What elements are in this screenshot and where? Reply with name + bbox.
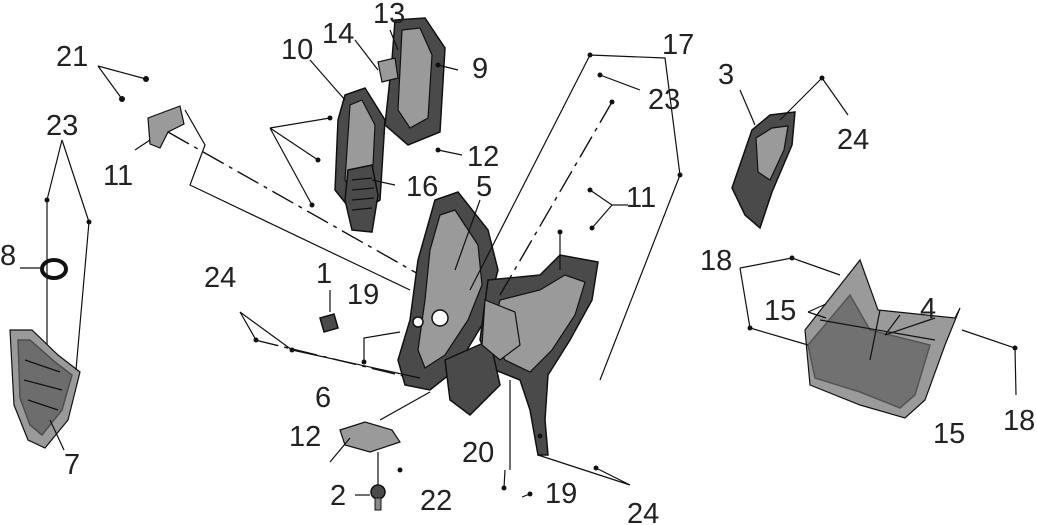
- part-16-slider: [344, 164, 379, 233]
- screw-dots-upper: [269, 62, 441, 208]
- label-11a: 11: [103, 160, 133, 192]
- label-22: 22: [420, 485, 452, 517]
- label-4: 4: [920, 293, 936, 325]
- label-24a: 24: [837, 124, 869, 156]
- label-3: 3: [718, 59, 734, 91]
- label-13: 13: [373, 0, 405, 30]
- part-3-visor: [731, 75, 849, 230]
- label-23b: 23: [648, 84, 680, 116]
- leaders-right: [739, 255, 1018, 396]
- label-16: 16: [406, 171, 438, 203]
- label-9: 9: [472, 53, 488, 85]
- part-1-grommet: [319, 313, 339, 333]
- label-20: 20: [462, 437, 494, 469]
- label-18a: 18: [700, 245, 732, 277]
- label-19b: 19: [545, 478, 577, 510]
- label-11b: 11: [626, 182, 656, 214]
- reference-line: [167, 131, 421, 276]
- label-12b: 12: [289, 421, 321, 453]
- part-2-bolt: [370, 452, 386, 511]
- part-7-front-cover: [9, 329, 81, 449]
- label-15a: 15: [764, 295, 796, 327]
- part-4-tray: [804, 258, 961, 419]
- label-7: 7: [64, 449, 80, 481]
- label-17: 17: [662, 29, 694, 61]
- part-23-screws-left: [44, 197, 92, 371]
- label-14: 14: [322, 18, 354, 50]
- label-12a: 12: [467, 141, 499, 173]
- part-main-right-panel: [444, 254, 599, 456]
- leaders-lower: [239, 311, 631, 497]
- part-14-clip: [377, 57, 399, 83]
- label-2: 2: [330, 480, 346, 512]
- label-21: 21: [56, 41, 88, 73]
- label-10: 10: [281, 34, 313, 66]
- part-8-ring: [40, 258, 68, 280]
- label-19a: 19: [347, 279, 379, 311]
- label-leaders: [20, 29, 901, 498]
- label-23a: 23: [46, 110, 78, 142]
- label-1: 1: [316, 258, 332, 290]
- label-5: 5: [476, 171, 492, 203]
- label-24b: 24: [204, 262, 236, 294]
- label-15b: 15: [933, 418, 965, 450]
- label-18b: 18: [1003, 405, 1035, 437]
- part-9-upper-panel: [384, 17, 446, 146]
- leaders-17-23: [469, 52, 683, 381]
- label-8: 8: [0, 240, 16, 272]
- leader-line: [184, 109, 411, 291]
- label-24c: 24: [627, 498, 659, 525]
- part-6-bracket: [339, 391, 431, 453]
- part-11-bracket-left: [119, 76, 185, 149]
- part-5-center-panel: [397, 191, 499, 391]
- label-6: 6: [315, 382, 331, 414]
